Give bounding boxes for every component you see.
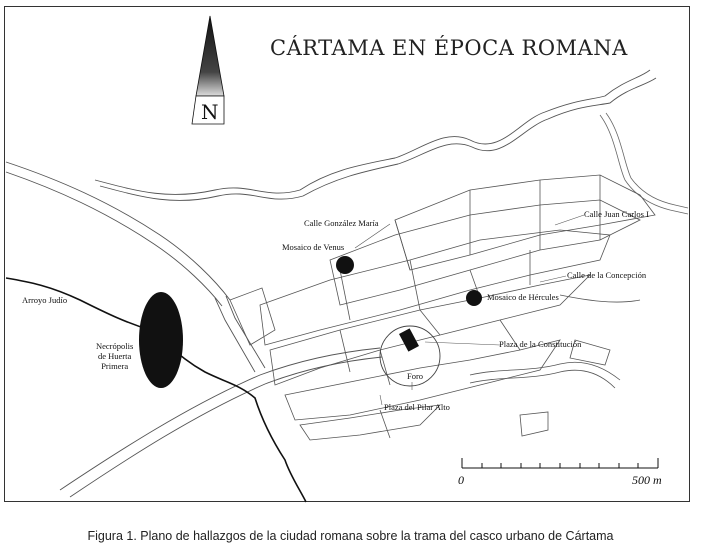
scale-start-label: 0 xyxy=(458,473,464,487)
stream xyxy=(599,112,689,215)
road-southwest xyxy=(59,295,383,498)
street-grid xyxy=(229,174,656,441)
figure-caption: Figura 1. Plano de hallazgos de la ciuda… xyxy=(87,529,614,543)
label-calle-concepcion: Calle de la Concepción xyxy=(567,270,647,280)
mosaico-hercules-marker xyxy=(466,290,482,306)
label-calle-gonzalez-maria: Calle González María xyxy=(304,218,379,228)
leader-lines xyxy=(354,214,585,406)
north-arrow-icon xyxy=(191,15,225,125)
label-necropolis-line1: Necrópolis xyxy=(96,341,134,351)
label-mosaico-venus: Mosaico de Venus xyxy=(282,242,345,252)
map-frame xyxy=(4,6,690,502)
mosaico-venus-marker xyxy=(336,256,354,274)
label-mosaico-hercules: Mosaico de Hércules xyxy=(487,292,559,302)
label-foro: Foro xyxy=(407,371,424,381)
label-necropolis-line2: de Huerta xyxy=(98,350,132,361)
label-plaza-pilar-alto: Plaza del Pilar Alto xyxy=(384,402,450,412)
label-necropolis-line3: Primera xyxy=(101,360,129,371)
label-calle-juan-carlos: Calle Juan Carlos I xyxy=(584,209,649,219)
forum-marker-icon xyxy=(399,328,419,352)
map-title: CÁRTAMA EN ÉPOCA ROMANA xyxy=(270,36,628,60)
scale-bar xyxy=(461,458,659,469)
label-arroyo-judio: Arroyo Judío xyxy=(22,295,68,305)
river xyxy=(94,69,657,201)
forum-circle xyxy=(379,325,441,387)
necropolis-marker xyxy=(139,292,183,388)
label-plaza-constitucion: Plaza de la Constitución xyxy=(499,339,582,349)
north-letter: N xyxy=(201,100,219,124)
road-northwest xyxy=(5,161,231,307)
arroyo-judio-line xyxy=(5,277,307,503)
scale-end-label: 500 m xyxy=(632,473,662,487)
label-necropolis: Necrópolis de Huerta Primera xyxy=(96,341,134,371)
